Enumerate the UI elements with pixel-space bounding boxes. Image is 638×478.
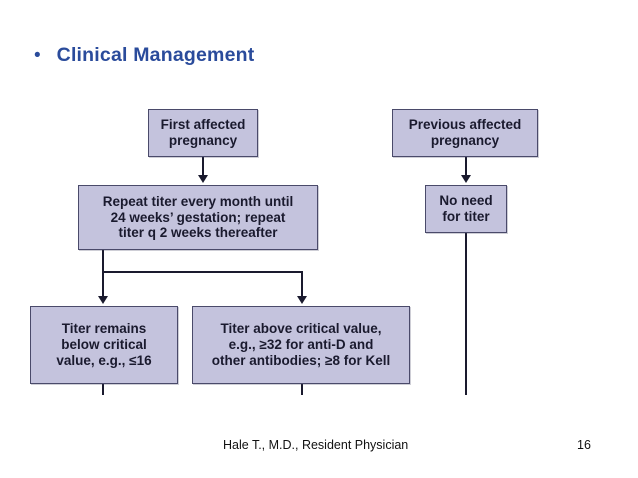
node-repeat-titer: Repeat titer every month until 24 weeks’… [78, 185, 318, 250]
node-no-need-for-titer-label: No need for titer [439, 193, 493, 224]
node-titer-above-critical-label: Titer above critical value, e.g., ≥32 fo… [211, 321, 391, 368]
edge-above-down [301, 384, 303, 395]
arrowhead-repeat-to-above [297, 296, 307, 304]
page-title: • Clinical Management [34, 44, 254, 67]
edge-noneed-down [465, 233, 467, 395]
bullet-icon: • [34, 45, 41, 66]
flowchart: First affected pregnancy Previous affect… [0, 95, 638, 395]
node-no-need-for-titer: No need for titer [425, 185, 507, 233]
node-titer-above-critical: Titer above critical value, e.g., ≥32 fo… [192, 306, 410, 384]
node-titer-below-critical-label: Titer remains below critical value, e.g.… [56, 321, 152, 368]
node-repeat-titer-label: Repeat titer every month until 24 weeks’… [102, 193, 294, 241]
node-previous-affected-pregnancy-label: Previous affected pregnancy [408, 117, 522, 148]
edge-below-down [102, 384, 104, 395]
edge-previous-to-noneed [465, 157, 467, 177]
node-previous-affected-pregnancy: Previous affected pregnancy [392, 109, 538, 157]
title-text: Clinical Management [56, 44, 255, 66]
edge-repeat-to-above-vert [301, 271, 303, 298]
node-first-affected-pregnancy-label: First affected pregnancy [160, 117, 246, 148]
edge-repeat-to-below-vert [102, 250, 104, 298]
arrowhead-previous-to-noneed [461, 175, 471, 183]
footer-page-number: 16 [577, 438, 591, 452]
arrowhead-first-to-repeat [198, 175, 208, 183]
edge-first-to-repeat [202, 157, 204, 177]
node-titer-below-critical: Titer remains below critical value, e.g.… [30, 306, 178, 384]
edge-repeat-split-horizontal [102, 271, 303, 273]
node-first-affected-pregnancy: First affected pregnancy [148, 109, 258, 157]
arrowhead-repeat-to-below [98, 296, 108, 304]
footer-author: Hale T., M.D., Resident Physician [223, 438, 409, 452]
